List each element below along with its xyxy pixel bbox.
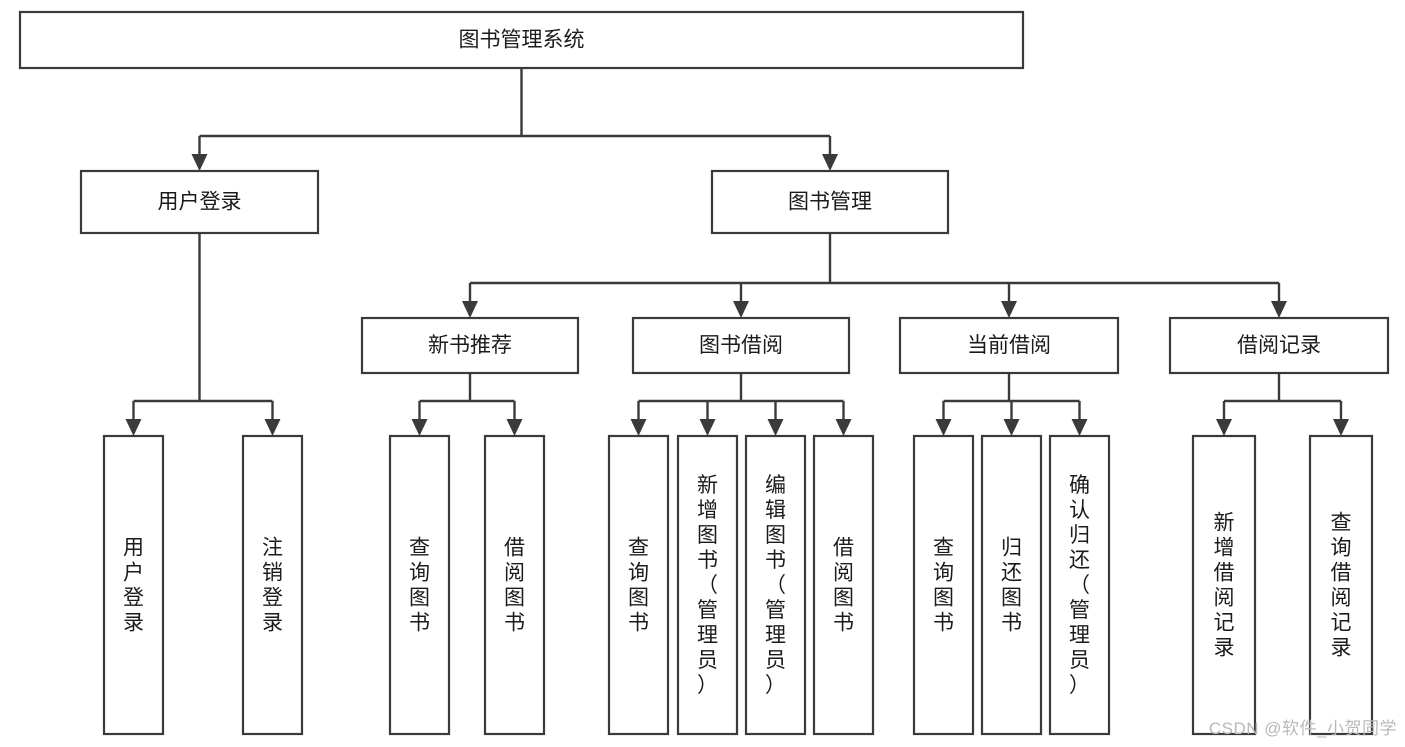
node-root[interactable]: 图书管理系统 — [18, 10, 1025, 70]
arrow-head-icon — [767, 419, 784, 436]
arrow-head-icon — [1071, 419, 1088, 436]
node-label-leaf-edit-book: 编辑图书（管理员） — [765, 474, 786, 697]
node-label-root: 图书管理系统 — [459, 29, 585, 52]
node-box-leaf-add-record — [1191, 434, 1257, 736]
node-current-borrow[interactable]: 当前借阅 — [898, 316, 1120, 375]
connector-group-borrow-record — [1216, 373, 1349, 436]
node-box-leaf-logout — [241, 434, 304, 736]
connector-group-user-login — [125, 233, 281, 436]
node-label-leaf-logout: 注销登录 — [262, 537, 283, 635]
node-box-leaf-borrow-book-2 — [812, 434, 875, 736]
node-label-current-borrow: 当前借阅 — [967, 334, 1051, 357]
arrow-head-icon — [699, 419, 716, 436]
node-box-leaf-query-book-3 — [912, 434, 975, 736]
node-box-root — [18, 10, 1025, 70]
node-leaf-borrow-book-1[interactable]: 借阅图书 — [483, 434, 546, 736]
node-label-book-manage: 图书管理 — [788, 191, 872, 214]
node-layer: 图书管理系统用户登录图书管理新书推荐图书借阅当前借阅借阅记录用户登录注销登录查询… — [18, 10, 1390, 736]
node-box-leaf-return-book — [980, 434, 1043, 736]
node-label-leaf-query-book-1: 查询图书 — [409, 537, 430, 635]
arrow-head-icon — [191, 154, 208, 171]
node-box-leaf-query-book-1 — [388, 434, 451, 736]
node-user-login[interactable]: 用户登录 — [79, 169, 320, 235]
arrow-head-icon — [1333, 419, 1349, 436]
connector-group-root — [191, 68, 838, 171]
node-leaf-add-book[interactable]: 新增图书（管理员） — [676, 434, 739, 736]
node-label-user-login: 用户登录 — [158, 191, 242, 214]
node-box-book-manage — [710, 169, 950, 235]
node-box-leaf-query-record — [1308, 434, 1374, 736]
node-borrow-record[interactable]: 借阅记录 — [1168, 316, 1390, 375]
node-leaf-confirm-return[interactable]: 确认归还（管理员） — [1048, 434, 1111, 736]
node-box-leaf-borrow-book-1 — [483, 434, 546, 736]
node-box-borrow-record — [1168, 316, 1390, 375]
node-label-leaf-return-book: 归还图书 — [1001, 537, 1022, 635]
node-leaf-query-book-2[interactable]: 查询图书 — [607, 434, 670, 736]
node-leaf-edit-book[interactable]: 编辑图书（管理员） — [744, 434, 807, 736]
node-leaf-borrow-book-2[interactable]: 借阅图书 — [812, 434, 875, 736]
arrow-head-icon — [1001, 301, 1017, 318]
node-label-new-book-rec: 新书推荐 — [428, 334, 512, 357]
arrow-head-icon — [411, 419, 428, 436]
arrow-head-icon — [125, 419, 142, 436]
node-box-leaf-add-book — [676, 434, 739, 736]
arrow-head-icon — [630, 419, 647, 436]
node-book-borrow[interactable]: 图书借阅 — [631, 316, 851, 375]
node-label-leaf-add-record: 新增借阅记录 — [1214, 512, 1235, 660]
node-label-leaf-add-book: 新增图书（管理员） — [697, 474, 718, 697]
arrow-head-icon — [1003, 419, 1020, 436]
arrow-head-icon — [935, 419, 952, 436]
node-leaf-query-book-3[interactable]: 查询图书 — [912, 434, 975, 736]
node-leaf-add-record[interactable]: 新增借阅记录 — [1191, 434, 1257, 736]
node-box-leaf-edit-book — [744, 434, 807, 736]
node-label-book-borrow: 图书借阅 — [699, 334, 783, 357]
node-box-new-book-rec — [360, 316, 580, 375]
arrow-head-icon — [835, 419, 852, 436]
connector-group-current-borrow — [935, 373, 1088, 436]
node-label-borrow-record: 借阅记录 — [1237, 334, 1321, 357]
node-label-leaf-borrow-book-1: 借阅图书 — [504, 537, 525, 635]
node-box-leaf-query-book-2 — [607, 434, 670, 736]
node-label-leaf-borrow-book-2: 借阅图书 — [833, 537, 854, 635]
arrow-head-icon — [264, 419, 281, 436]
arrow-head-icon — [1216, 419, 1232, 436]
node-label-leaf-query-record: 查询借阅记录 — [1331, 512, 1352, 660]
node-box-leaf-confirm-return — [1048, 434, 1111, 736]
connector-group-new-book-rec — [411, 373, 523, 436]
node-label-leaf-user-login: 用户登录 — [123, 537, 144, 635]
node-label-leaf-query-book-2: 查询图书 — [628, 537, 649, 635]
node-box-current-borrow — [898, 316, 1120, 375]
node-box-leaf-user-login — [102, 434, 165, 736]
arrow-head-icon — [822, 154, 838, 171]
node-leaf-return-book[interactable]: 归还图书 — [980, 434, 1043, 736]
node-label-leaf-query-book-3: 查询图书 — [933, 537, 954, 635]
node-box-book-borrow — [631, 316, 851, 375]
arrow-head-icon — [733, 301, 749, 318]
node-new-book-rec[interactable]: 新书推荐 — [360, 316, 580, 375]
connector-layer — [125, 68, 1349, 436]
node-leaf-query-book-1[interactable]: 查询图书 — [388, 434, 451, 736]
connector-group-book-borrow — [630, 373, 852, 436]
node-leaf-query-record[interactable]: 查询借阅记录 — [1308, 434, 1374, 736]
arrow-head-icon — [506, 419, 523, 436]
connector-group-book-manage — [462, 233, 1287, 318]
node-leaf-logout[interactable]: 注销登录 — [241, 434, 304, 736]
arrow-head-icon — [462, 301, 478, 318]
node-leaf-user-login[interactable]: 用户登录 — [102, 434, 165, 736]
watermark-text: CSDN @软件_小贺同学 — [1208, 719, 1397, 738]
node-book-manage[interactable]: 图书管理 — [710, 169, 950, 235]
arrow-head-icon — [1271, 301, 1287, 318]
node-box-user-login — [79, 169, 320, 235]
node-label-leaf-confirm-return: 确认归还（管理员） — [1069, 474, 1090, 697]
